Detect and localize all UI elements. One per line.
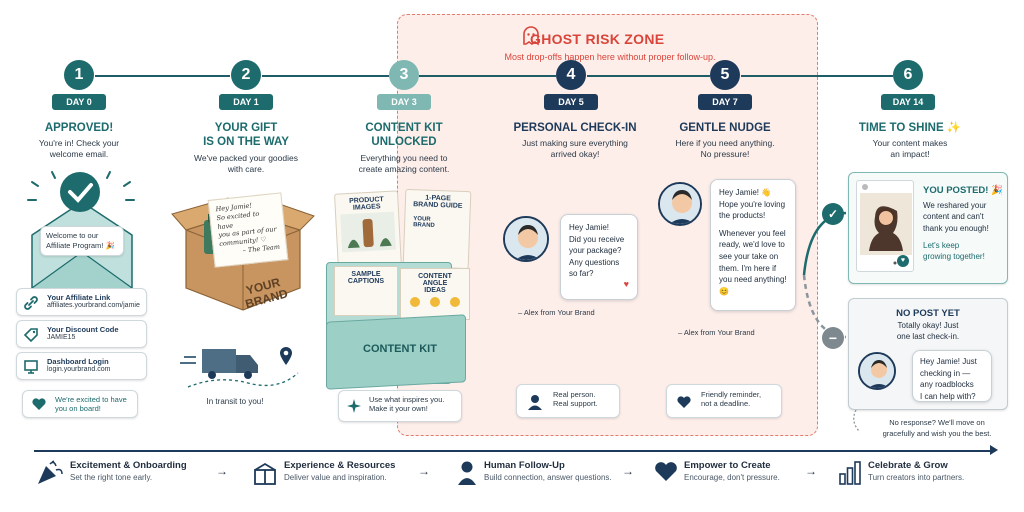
stage-desc: Here if you need anything.No pressure! bbox=[675, 138, 775, 160]
step-6-circle: 6 bbox=[893, 60, 923, 90]
ghost-icon bbox=[523, 26, 539, 46]
step-1-circle: 1 bbox=[64, 60, 94, 90]
step-2-circle: 2 bbox=[231, 60, 261, 90]
step-3-circle: 3 bbox=[389, 60, 419, 90]
stage-title: TIME TO SHINE ✨ bbox=[858, 122, 962, 134]
stage-title: APPROVED! bbox=[44, 122, 114, 134]
step-5-circle: 5 bbox=[710, 60, 740, 90]
arrow-right-icon: → bbox=[216, 464, 228, 478]
minus-icon: − bbox=[822, 327, 844, 349]
person-icon bbox=[458, 461, 476, 485]
heart-icon bbox=[655, 462, 677, 481]
curved-arrow-icon bbox=[853, 410, 861, 433]
timeline-line bbox=[262, 75, 389, 77]
progress-arrow bbox=[34, 450, 994, 452]
sparkle-icon bbox=[347, 399, 361, 413]
day-badge: DAY 5 bbox=[544, 94, 598, 110]
party-popper-icon bbox=[38, 460, 63, 484]
stage-title: GENTLE NUDGE bbox=[679, 122, 771, 134]
signature: – Alex from Your Brand bbox=[518, 308, 595, 317]
support-person-icon bbox=[528, 395, 542, 410]
bar-chart-icon bbox=[839, 461, 861, 485]
day-badge: DAY 1 bbox=[219, 94, 273, 110]
lightbulb-icon bbox=[410, 297, 460, 307]
link-icon bbox=[24, 296, 38, 310]
welcome-letter: Welcome to our Affiliate Program! 🎉 bbox=[40, 226, 124, 256]
avatar-alex bbox=[858, 352, 896, 390]
tag-icon bbox=[23, 328, 38, 343]
ghost-zone-title: GHOST RISK ZONE bbox=[530, 31, 665, 47]
discount-code-card[interactable]: Your Discount Code JAMIE15 bbox=[16, 320, 147, 348]
avatar-alex bbox=[658, 182, 702, 226]
step-4-circle: 4 bbox=[556, 60, 586, 90]
day-badge: DAY 7 bbox=[698, 94, 752, 110]
dashboard-login-card[interactable]: Dashboard Login login.yourbrand.com bbox=[16, 352, 147, 380]
stage-title: PERSONAL CHECK-IN bbox=[513, 122, 637, 134]
signature: – Alex from Your Brand bbox=[678, 328, 755, 337]
arrow-right-icon: → bbox=[622, 464, 634, 478]
timeline-line bbox=[587, 75, 710, 77]
heart-icon bbox=[32, 398, 46, 410]
heart-icon: ♥ bbox=[623, 278, 629, 289]
ghost-zone-subtitle: Most drop-offs happen here without prope… bbox=[504, 52, 716, 62]
timeline-line bbox=[741, 75, 893, 77]
monitor-icon bbox=[24, 360, 38, 374]
check-icon: ✓ bbox=[822, 203, 844, 225]
arrow-right-icon: → bbox=[805, 464, 817, 478]
day-badge: DAY 3 bbox=[377, 94, 431, 110]
excited-banner: We're excited to have you on board! bbox=[22, 390, 138, 418]
heart-icon: ♥ bbox=[897, 255, 909, 267]
product-photo-icon bbox=[340, 211, 397, 253]
transit-text: In transit to you! bbox=[206, 397, 264, 406]
real-person-badge: Real person.Real support. bbox=[516, 384, 620, 418]
day-badge: DAY 14 bbox=[881, 94, 935, 110]
friendly-reminder-badge: Friendly reminder,not a deadline. bbox=[666, 384, 782, 418]
arrow-head-icon bbox=[990, 445, 998, 455]
inspiration-tip: Use what inspires you.Make it your own! bbox=[338, 390, 462, 422]
affiliate-link-card[interactable]: Your Affiliate Link affiliates.yourbrand… bbox=[16, 288, 147, 316]
avatar-alex bbox=[503, 216, 549, 262]
arrow-right-icon: → bbox=[418, 464, 430, 478]
location-pin-icon bbox=[280, 347, 292, 365]
no-post-header: NO POST YET Totally okay! Just one last … bbox=[896, 308, 960, 341]
gift-box-icon bbox=[254, 462, 276, 485]
day-badge: DAY 0 bbox=[52, 94, 106, 110]
heart-icon bbox=[677, 396, 691, 408]
delivery-truck-icon bbox=[180, 349, 299, 388]
timeline-line bbox=[419, 75, 556, 77]
creator-photo bbox=[860, 184, 912, 265]
instagram-post[interactable]: ♥ bbox=[856, 180, 914, 272]
timeline-line bbox=[95, 75, 230, 77]
folder-label: CONTENT KIT bbox=[363, 343, 437, 355]
